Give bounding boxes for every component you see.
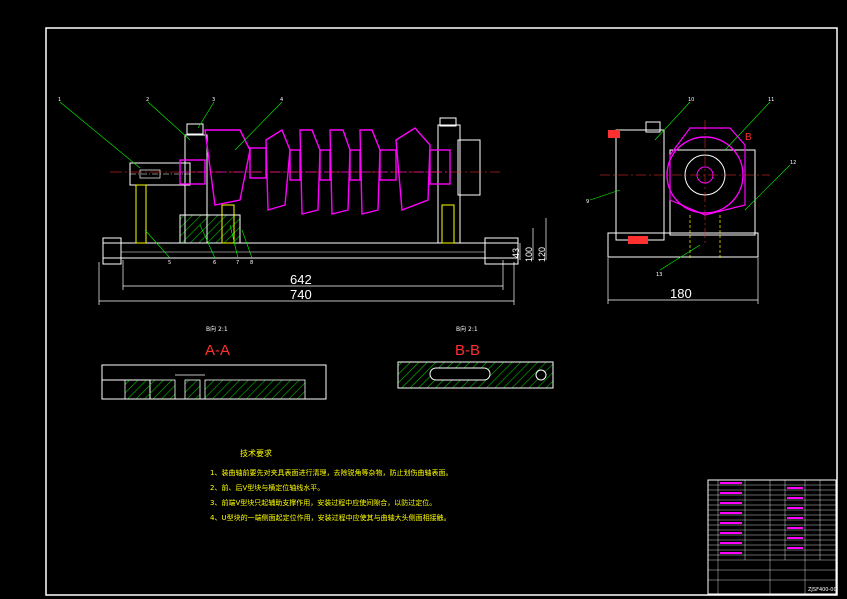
- base-foot-left: [102, 237, 122, 265]
- technical-notes: 技术要求 1、装曲轴前要先对夹具表面进行清理，去除锐角等杂物，防止划伤曲轴表面。…: [210, 448, 452, 522]
- title-block: ZJSF400-00: [707, 479, 837, 595]
- balloon-8: 8: [250, 260, 253, 266]
- balloon-3: 3: [212, 97, 215, 103]
- section-aa-label: A-A: [205, 342, 230, 359]
- base-plate: [102, 242, 519, 259]
- note-3: 3、前端V型块只起辅助支撑作用，安装过程中应使间隙合，以防过定位。: [210, 498, 436, 507]
- drawing-frame: [45, 27, 838, 596]
- balloon-7: 7: [236, 260, 239, 266]
- balloon-4: 4: [280, 97, 283, 103]
- side-view: 180 9 10 11 12 13 B: [586, 97, 796, 304]
- note-2: 2、前、后V型块与横定位轴线水平。: [210, 483, 324, 492]
- section-marker-b: B: [745, 132, 752, 143]
- drawing-number: ZJSF400-00: [808, 587, 837, 593]
- dim-43: 43: [511, 248, 521, 258]
- balloon-11: 11: [768, 97, 774, 103]
- dim-100: 100: [524, 247, 534, 262]
- front-dimensions: [98, 218, 547, 305]
- note-4: 4、U型块的一端侧面起定位作用，安装过程中应使其与曲轴大头侧面相接触。: [210, 513, 451, 522]
- dim-740: 740: [290, 287, 312, 302]
- balloon-6: 6: [213, 260, 216, 266]
- section-bb: B向 2:1 B-B: [397, 325, 554, 389]
- section-bb-scale: B向 2:1: [456, 325, 478, 333]
- dim-642: 642: [290, 272, 312, 287]
- notes-title: 技术要求: [240, 448, 272, 458]
- balloon-2: 2: [146, 97, 149, 103]
- balloon-13: 13: [656, 272, 662, 278]
- section-aa-scale: B向 2:1: [206, 325, 228, 333]
- balloon-9: 9: [586, 199, 589, 205]
- section-aa: B向 2:1 A-A: [101, 325, 327, 400]
- balloon-12: 12: [790, 160, 796, 166]
- note-1: 1、装曲轴前要先对夹具表面进行清理，去除锐角等杂物，防止划伤曲轴表面。: [210, 468, 452, 477]
- dim-120: 120: [537, 247, 547, 262]
- base-foot-right: [484, 237, 519, 265]
- front-view: 642 740 43 100 120 1 2 3 4 5 6 7 8: [58, 97, 547, 305]
- crankshaft: [179, 127, 451, 215]
- balloon-1: 1: [58, 97, 61, 103]
- balloon-5: 5: [168, 260, 171, 266]
- dim-180: 180: [670, 286, 692, 301]
- balloon-10: 10: [688, 97, 694, 103]
- section-bb-label: B-B: [455, 342, 480, 359]
